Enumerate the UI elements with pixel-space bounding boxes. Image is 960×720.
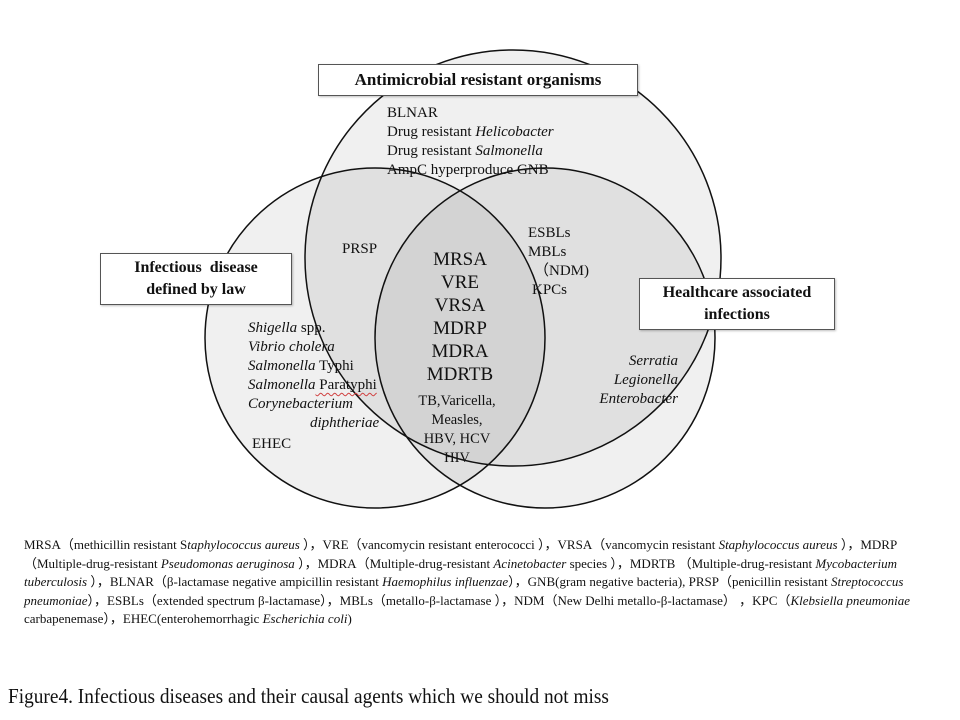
list-item: VRE [441, 272, 479, 293]
legend-text: MRSA（methicillin resistant S [24, 537, 188, 552]
legend-italic-text: taphylococcus aureus [187, 537, 300, 552]
list-item: Measles, [431, 412, 483, 428]
list-item: Serratia [628, 353, 678, 369]
legend-text: ），GNB(gram negative bacteria), PRSP（peni… [508, 574, 831, 590]
legend-text: ），ESBLs（extended spectrum β-lactamase），M… [87, 592, 791, 608]
list-item: Salmonella Paratyphi [248, 377, 377, 393]
legend-text: ），VRE（vancomycin resistant enterococci ）… [299, 537, 719, 552]
list-item: VRSA [434, 295, 486, 316]
region-amr-law: PRSP [342, 240, 377, 259]
legend-text: ），MDRP（Multiple-drug-resistant [24, 537, 898, 571]
list-item: HBV, HCV [423, 431, 491, 447]
list-item: HIV [444, 450, 470, 466]
region-amr-only: BLNAR Drug resistant Helicobacter Drug r… [387, 104, 554, 180]
legend-italic-text: Mycobacterium tuberculosis [24, 555, 897, 590]
legend-italic-text: Pseudomonas aeruginosa [160, 555, 295, 571]
list-item: EHEC [252, 436, 292, 452]
legend-text: ），MDRA（Multiple-drug-resistant [294, 555, 494, 571]
list-item: Vibrio cholera [248, 339, 335, 355]
list-item: TB,Varicella, [418, 393, 496, 409]
list-item: ESBLs [528, 225, 571, 241]
legend-italic-text: Streptococcus pneumoniae [24, 574, 904, 608]
title-line: infections [704, 306, 770, 323]
figure-caption: Figure4. Infectious diseases and their c… [8, 684, 609, 708]
list-item: AmpC hyperproduce GNB [387, 162, 549, 178]
overlap-center [375, 168, 545, 466]
list-item: BLNAR [387, 105, 438, 121]
list-item: PRSP [342, 241, 378, 257]
legend-text: carbapenemase），EHEC(enterohemorrhagic [24, 611, 263, 627]
list-item: Salmonella Typhi [248, 358, 354, 374]
list-item: （NDM) [534, 263, 589, 279]
region-amr-hai: ESBLs MBLs （NDM) KPCs [528, 224, 589, 300]
legend-text: ），BLNAR（β-lactamase negative ampicillin … [87, 574, 383, 590]
outline-left [204, 167, 546, 509]
title-line: Healthcare associated [662, 284, 812, 301]
abbreviation-legend: MRSA（methicillin resistant Staphylococcu… [24, 536, 934, 629]
legend-italic-text: Escherichia coli [262, 611, 348, 627]
title-line: Infectious disease [134, 259, 258, 276]
title-text: Antimicrobial resistant organisms [354, 70, 602, 89]
list-item: Legionella [613, 372, 678, 388]
list-item: KPCs [532, 282, 568, 298]
legend-italic-text: Klebsiella pneumoniae [790, 592, 910, 608]
list-item: MDRA [431, 341, 489, 362]
list-item: Enterobacter [599, 391, 678, 407]
title-healthcare-associated: Healthcare associated infections [639, 278, 835, 330]
outline-top [304, 49, 722, 467]
legend-text: species ），MDRTB （Multiple-drug-resistant [566, 555, 816, 571]
legend-italic-text: Staphylococcus aureus [718, 537, 838, 552]
list-item: Shigella spp. [248, 320, 326, 336]
title-antimicrobial-resistant: Antimicrobial resistant organisms [318, 64, 638, 96]
outline-right [374, 167, 716, 509]
legend-text: ) [347, 611, 352, 627]
list-item: Corynebacterium [248, 396, 353, 412]
region-all-three: MRSA VRE VRSA MDRP MDRA MDRTB [420, 248, 500, 386]
list-item: MBLs [528, 244, 567, 260]
list-item: Drug resistant Salmonella [387, 143, 543, 159]
region-law-only: Shigella spp. Vibrio cholera Salmonella … [248, 319, 379, 454]
list-item: Drug resistant Helicobacter [387, 124, 554, 140]
list-item: MDRP [433, 318, 487, 339]
legend-italic-text: Haemophilus influenzae [382, 574, 509, 590]
region-hai-only: Serratia Legionella Enterobacter [584, 352, 678, 409]
list-item: diphtheriae [310, 415, 380, 431]
region-law-hai: TB,Varicella, Measles, HBV, HCV HIV [407, 392, 507, 468]
title-line: defined by law [146, 281, 246, 298]
list-item: MRSA [433, 249, 487, 270]
legend-italic-text: Acinetobacter [493, 555, 567, 571]
list-item: MDRTB [426, 364, 494, 385]
title-infectious-disease-law: Infectious disease defined by law [100, 253, 292, 305]
